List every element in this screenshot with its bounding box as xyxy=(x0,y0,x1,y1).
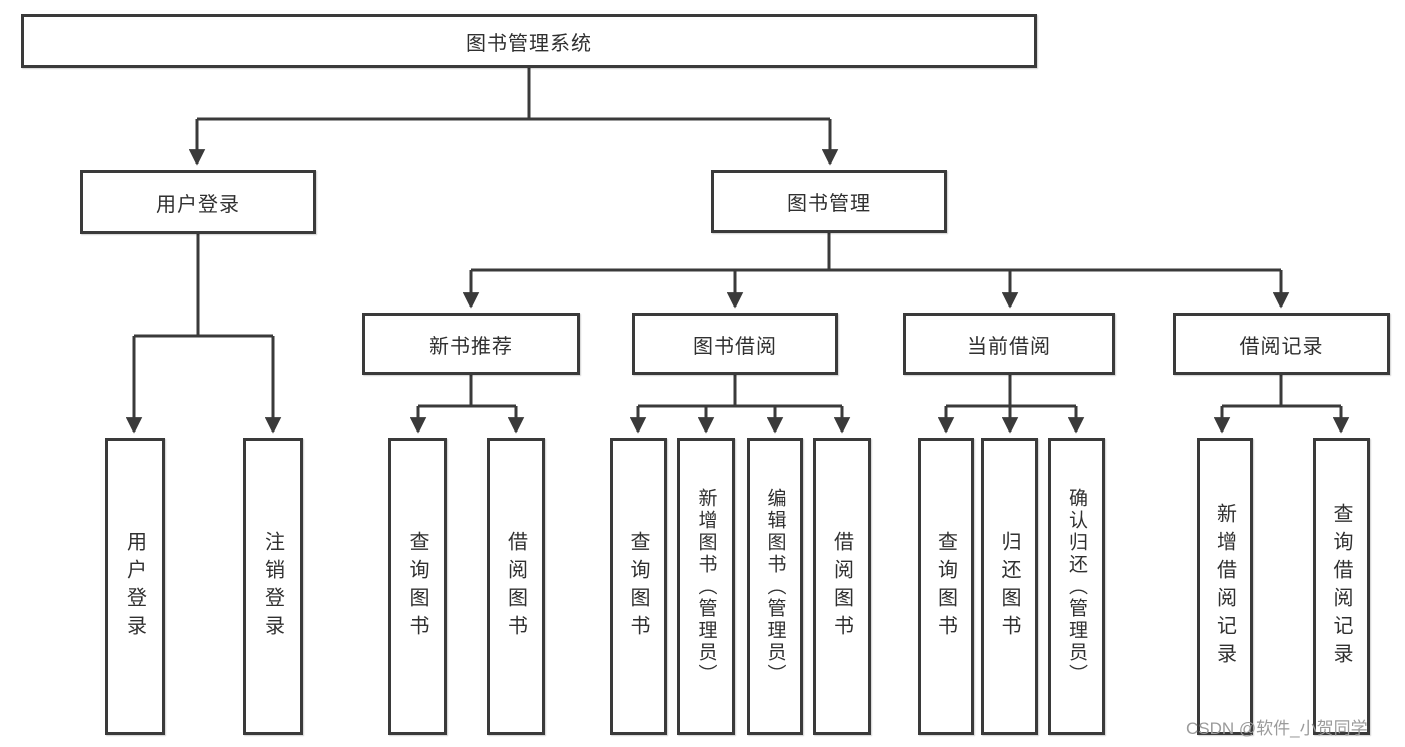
leaf-br-query-record: 查询借阅记录 xyxy=(1313,438,1370,735)
node-book-borrowing: 图书借阅 xyxy=(632,313,838,375)
leaf-bb-edit-books-admin: 编辑图书（管理员） xyxy=(747,438,803,735)
leaf-cb-query-books-label: 查询图书 xyxy=(934,530,957,643)
node-current-borrowing-label: 当前借阅 xyxy=(967,335,1051,358)
leaf-cb-return-books: 归还图书 xyxy=(981,438,1038,735)
node-user-login: 用户登录 xyxy=(80,170,316,234)
node-root-label: 图书管理系统 xyxy=(466,32,592,55)
node-borrowing-records-label: 借阅记录 xyxy=(1239,335,1324,358)
leaf-br-add-record: 新增借阅记录 xyxy=(1197,438,1253,735)
leaf-cb-query-books: 查询图书 xyxy=(918,438,974,735)
leaf-bb-borrow-books: 借阅图书 xyxy=(813,438,871,735)
leaf-user-login-label: 用户登录 xyxy=(123,530,146,643)
node-book-borrowing-label: 图书借阅 xyxy=(693,335,777,358)
leaf-nbr-query-books-label: 查询图书 xyxy=(406,530,428,643)
node-new-book-recommend: 新书推荐 xyxy=(362,313,580,375)
leaf-bb-query-books: 查询图书 xyxy=(610,438,667,735)
leaf-nbr-query-books: 查询图书 xyxy=(388,438,447,735)
leaf-bb-edit-books-admin-label: 编辑图书（管理员） xyxy=(764,487,786,686)
leaf-logout-login: 注销登录 xyxy=(243,438,303,735)
leaf-bb-query-books-label: 查询图书 xyxy=(627,530,649,643)
leaf-logout-login-label: 注销登录 xyxy=(261,530,284,643)
node-current-borrowing: 当前借阅 xyxy=(903,313,1115,375)
leaf-br-query-record-label: 查询借阅记录 xyxy=(1330,502,1352,671)
node-root: 图书管理系统 xyxy=(21,14,1037,68)
leaf-user-login: 用户登录 xyxy=(105,438,165,735)
leaf-cb-confirm-return-admin: 确认归还（管理员） xyxy=(1048,438,1105,735)
node-book-management: 图书管理 xyxy=(711,170,947,233)
leaf-bb-add-books-admin-label: 新增图书（管理员） xyxy=(695,487,717,686)
leaf-cb-confirm-return-admin-label: 确认归还（管理员） xyxy=(1066,487,1087,686)
leaf-nbr-borrow-books-label: 借阅图书 xyxy=(504,530,527,643)
leaf-bb-borrow-books-label: 借阅图书 xyxy=(830,530,853,643)
node-borrowing-records: 借阅记录 xyxy=(1173,313,1390,375)
node-user-login-label: 用户登录 xyxy=(156,193,240,216)
node-new-book-recommend-label: 新书推荐 xyxy=(429,335,513,358)
csdn-watermark: CSDN @软件_小贺同学 xyxy=(1186,719,1368,738)
leaf-nbr-borrow-books: 借阅图书 xyxy=(487,438,545,735)
leaf-br-add-record-label: 新增借阅记录 xyxy=(1213,502,1236,671)
leaf-cb-return-books-label: 归还图书 xyxy=(998,530,1020,643)
node-book-management-label: 图书管理 xyxy=(787,193,871,215)
leaf-bb-add-books-admin: 新增图书（管理员） xyxy=(677,438,735,735)
